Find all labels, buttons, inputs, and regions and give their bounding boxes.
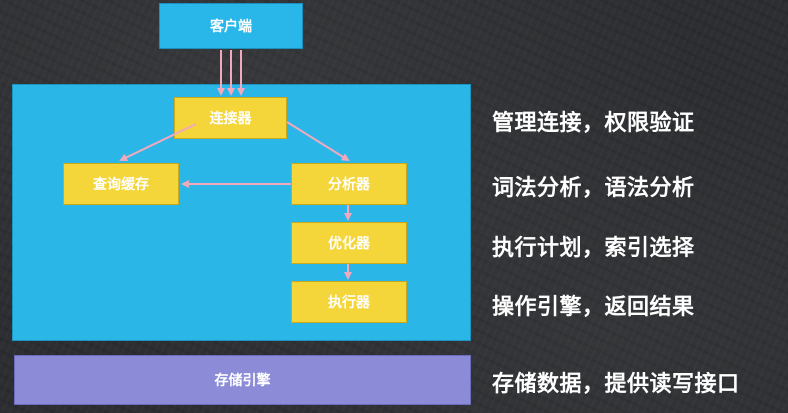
analyzer-label: 分析器 <box>328 177 370 193</box>
executor-box: 执行器 <box>291 281 407 323</box>
query-cache-box: 查询缓存 <box>63 163 179 205</box>
storage-engine-box: 存储引擎 <box>14 355 471 405</box>
connector-label: 连接器 <box>209 111 252 127</box>
optimizer-description: 执行计划，索引选择 <box>492 236 695 261</box>
executor-label: 执行器 <box>328 295 370 311</box>
analyzer-description: 词法分析，语法分析 <box>492 176 695 201</box>
storage-description: 存储数据，提供读写接口 <box>492 372 740 397</box>
optimizer-label: 优化器 <box>328 236 370 252</box>
optimizer-box: 优化器 <box>291 222 407 264</box>
connector-to-analyzer-arrow <box>286 121 350 162</box>
query-cache-label: 查询缓存 <box>93 177 149 193</box>
storage-engine-label: 存储引擎 <box>214 373 271 389</box>
executor-description: 操作引擎，返回结果 <box>492 295 695 320</box>
connector-to-cache-arrow <box>119 123 197 162</box>
connector-description: 管理连接，权限验证 <box>492 111 695 136</box>
client-box: 客户端 <box>159 3 303 49</box>
connector-box: 连接器 <box>174 97 287 139</box>
client-label: 客户端 <box>210 19 252 35</box>
analyzer-box: 分析器 <box>291 163 407 205</box>
